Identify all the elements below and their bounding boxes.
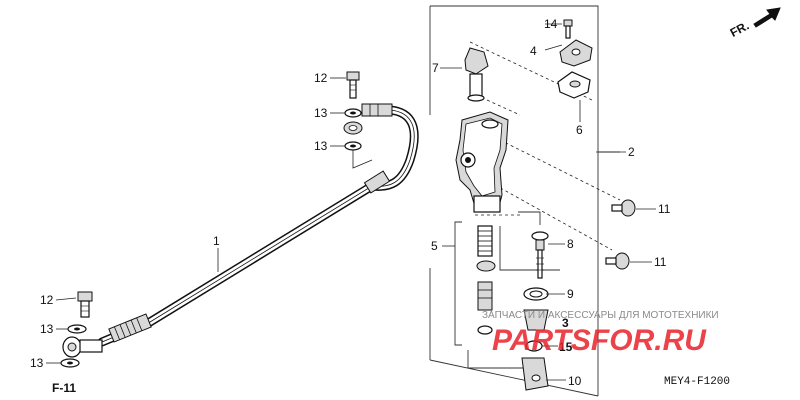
callout-8: 8 — [567, 237, 574, 251]
lower-sealing-washer-b — [60, 358, 80, 368]
piston-cup — [476, 260, 496, 272]
callout-13-lower-a: 13 — [40, 322, 54, 336]
piston-spring — [477, 225, 493, 257]
brake-hose — [62, 103, 419, 358]
callout-3: 3 — [562, 316, 569, 330]
reservoir-connector — [464, 47, 489, 102]
upper-sealing-washer-a — [344, 108, 362, 118]
mounting-screw-upper — [611, 199, 636, 217]
callout-4: 4 — [530, 44, 537, 58]
callout-labels: 1 2 3 4 5 6 7 8 9 10 11 11 12 12 13 13 1… — [30, 17, 671, 388]
callout-2: 2 — [628, 145, 635, 159]
push-rod-nut — [523, 287, 549, 301]
callout-13-lower-b: 13 — [30, 356, 44, 370]
mounting-screw-lower — [605, 252, 630, 270]
callout-12-upper: 12 — [314, 71, 328, 85]
figure-code: MEY4-F1200 — [664, 376, 730, 388]
callout-12-lower: 12 — [40, 293, 54, 307]
cover-screw — [563, 19, 573, 39]
callout-6: 6 — [576, 123, 583, 137]
direction-label: FR. — [728, 18, 752, 39]
piston-kit-frame — [454, 221, 462, 346]
callout-7: 7 — [432, 61, 439, 75]
watermark-tagline: ЗАПЧАСТИ И АКСЕССУАРЫ ДЛЯ МОТОТЕХНИКИ — [482, 310, 719, 321]
assembly-frame — [429, 5, 620, 397]
callout-10: 10 — [568, 374, 582, 388]
upper-sealing-washer-b — [344, 141, 362, 151]
watermark-logo: PARTSFOR.RU — [492, 324, 707, 357]
callout-5: 5 — [431, 239, 438, 253]
master-cylinder-body — [455, 111, 509, 213]
diaphragm-plate — [557, 71, 591, 99]
upper-banjo-bolt — [346, 71, 360, 99]
upper-hose-eye — [343, 121, 363, 135]
reservoir-cap — [559, 39, 593, 67]
piston — [477, 281, 493, 311]
front-direction-indicator: FR. — [728, 7, 781, 40]
banjo-neck-lower — [79, 339, 103, 353]
lower-sealing-washer-a — [67, 324, 87, 334]
clevis-joint — [521, 357, 549, 391]
arrow-icon — [753, 7, 781, 28]
hose-upper-fitting — [361, 103, 393, 117]
callout-1: 1 — [213, 234, 220, 248]
piston-washer — [477, 325, 493, 335]
callout-14: 14 — [544, 17, 558, 31]
push-rod-boot — [523, 309, 549, 331]
dashed-connectors — [469, 41, 621, 251]
section-reference-label: F-11 — [52, 381, 76, 395]
callout-9: 9 — [567, 287, 574, 301]
hose-lower-ferrule — [108, 313, 152, 343]
hose-sleeve — [363, 170, 391, 194]
leader-lines — [46, 23, 656, 381]
callout-11-lower: 11 — [654, 255, 667, 269]
watermark: ЗАПЧАСТИ И АКСЕССУАРЫ ДЛЯ МОТОТЕХНИКИ PA… — [482, 310, 719, 357]
lower-banjo-bolt — [77, 291, 93, 318]
push-rod — [531, 231, 549, 279]
callout-15: 15 — [559, 340, 573, 354]
callout-13-upper-b: 13 — [314, 139, 328, 153]
callout-11-upper: 11 — [658, 202, 671, 216]
callout-13-upper-a: 13 — [314, 106, 328, 120]
